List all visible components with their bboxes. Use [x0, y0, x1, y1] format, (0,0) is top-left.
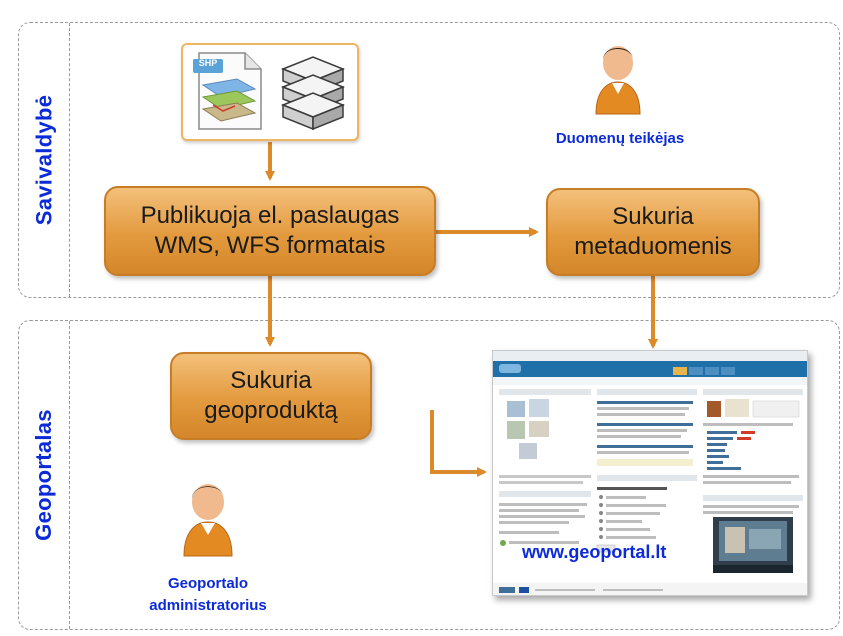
process-geoproduct-line2: geoproduktą: [204, 397, 338, 424]
shp-file-icon: [193, 52, 262, 130]
process-publish-line2: WMS, WFS formatais: [154, 232, 386, 259]
administrator-label-line1: Geoportalo: [167, 575, 248, 592]
database-icon: [280, 56, 346, 131]
shp-badge: SHP: [198, 58, 218, 68]
geoportal-website-screenshot: [492, 350, 808, 596]
website-thumbnail: [493, 351, 807, 595]
arrow-geoproduct-to-site: [430, 410, 487, 477]
process-publish-services: Publikuoja el. paslaugas WMS, WFS format…: [104, 186, 436, 276]
geoportal-url: www.geoportal.lt: [522, 542, 667, 562]
lane-geoportal: Geoportalas: [18, 320, 840, 630]
lane-divider: [69, 321, 70, 629]
data-sources-box: [181, 43, 359, 141]
administrator-label-line2: administratorius: [149, 596, 267, 614]
administrator-person-icon: [183, 484, 233, 557]
data-provider-person-icon: [595, 46, 641, 115]
process-metadata-line2: metaduomenis: [574, 233, 732, 260]
lane-divider: [69, 23, 70, 297]
data-files-illustration: [193, 52, 346, 131]
process-metadata-line1: Sukuria: [612, 203, 694, 230]
process-create-geoproduct: Sukuria geoproduktą: [170, 352, 372, 440]
process-geoproduct-line1: Sukuria: [230, 367, 312, 394]
process-create-metadata: Sukuria metaduomenis: [546, 188, 760, 276]
administrator-label: Geoportalo administratorius: [130, 573, 286, 617]
data-provider-label: Duomenų teikėjas: [555, 130, 685, 147]
lane-municipality: Savivaldybė: [18, 22, 840, 298]
process-publish-line1: Publikuoja el. paslaugas: [140, 202, 400, 229]
